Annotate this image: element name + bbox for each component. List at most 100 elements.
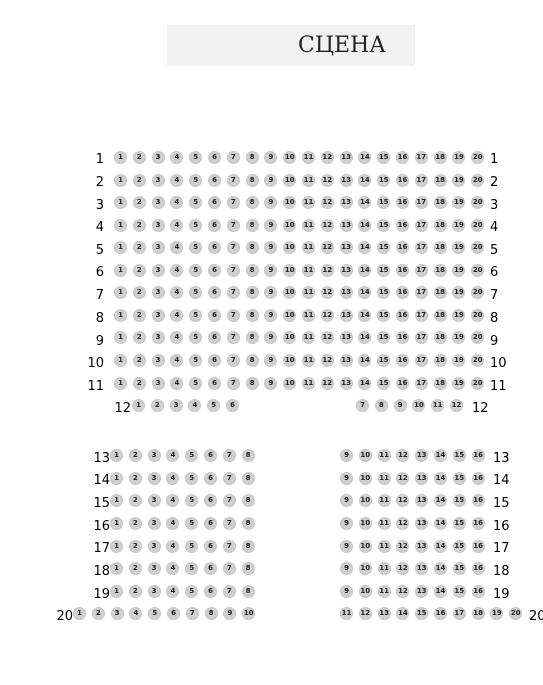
seat[interactable]: 1 [110,449,123,462]
seat[interactable]: 19 [452,196,466,209]
seat[interactable]: 9 [264,264,278,277]
seat[interactable]: 10 [283,377,297,390]
seat[interactable]: 13 [415,540,429,553]
seat[interactable]: 16 [471,472,485,485]
seat[interactable]: 12 [320,264,334,277]
seat[interactable]: 7 [226,377,240,390]
seat[interactable]: 1 [114,151,127,164]
seat[interactable]: 11 [377,585,391,598]
seat[interactable]: 19 [452,354,466,367]
seat[interactable]: 4 [170,241,184,254]
seat[interactable]: 1 [110,562,123,575]
seat[interactable]: 8 [241,449,255,462]
seat[interactable]: 12 [396,472,410,485]
seat[interactable]: 10 [283,331,297,344]
seat[interactable]: 4 [170,151,184,164]
seat[interactable]: 16 [471,585,485,598]
seat[interactable]: 2 [132,219,146,232]
seat[interactable]: 16 [471,562,485,575]
seat[interactable]: 14 [434,472,447,485]
seat[interactable]: 17 [452,607,466,620]
seat[interactable]: 14 [358,354,372,367]
seat[interactable]: 4 [170,331,184,344]
seat[interactable]: 7 [222,472,236,485]
seat[interactable]: 7 [222,540,236,553]
seat[interactable]: 15 [377,174,391,187]
seat[interactable]: 5 [185,585,199,598]
seat[interactable]: 11 [377,494,391,507]
seat[interactable]: 16 [396,151,409,164]
seat[interactable]: 10 [283,309,297,322]
seat[interactable]: 16 [396,331,409,344]
seat[interactable]: 1 [110,472,123,485]
seat[interactable]: 2 [132,286,146,299]
seat[interactable]: 11 [302,309,315,322]
seat[interactable]: 12 [320,174,334,187]
seat[interactable]: 13 [339,354,353,367]
seat[interactable]: 3 [147,540,161,553]
seat[interactable]: 1 [110,585,123,598]
seat[interactable]: 12 [320,196,334,209]
seat[interactable]: 4 [170,174,184,187]
seat[interactable]: 17 [414,286,428,299]
seat[interactable]: 9 [264,331,278,344]
seat[interactable]: 17 [414,196,428,209]
seat[interactable]: 4 [170,377,184,390]
seat[interactable]: 7 [222,562,236,575]
seat[interactable]: 5 [189,309,203,322]
seat[interactable]: 9 [264,174,278,187]
seat[interactable]: 3 [151,219,165,232]
seat[interactable]: 5 [185,540,199,553]
seat[interactable]: 1 [114,354,127,367]
seat[interactable]: 7 [226,309,240,322]
seat[interactable]: 15 [452,449,466,462]
seat[interactable]: 7 [222,585,236,598]
seat[interactable]: 20 [471,241,485,254]
seat[interactable]: 9 [393,399,407,412]
seat[interactable]: 1 [114,309,127,322]
seat[interactable]: 1 [110,540,123,553]
seat[interactable]: 15 [452,517,466,530]
seat[interactable]: 9 [340,472,353,485]
seat[interactable]: 10 [283,264,297,277]
seat[interactable]: 13 [415,472,429,485]
seat[interactable]: 6 [204,494,217,507]
seat[interactable]: 11 [302,219,315,232]
seat[interactable]: 18 [433,377,447,390]
seat[interactable]: 1 [110,517,123,530]
seat[interactable]: 14 [434,494,447,507]
seat[interactable]: 7 [185,607,199,620]
seat[interactable]: 10 [358,517,372,530]
seat[interactable]: 5 [189,241,203,254]
seat[interactable]: 15 [377,241,391,254]
seat[interactable]: 2 [91,607,105,620]
seat[interactable]: 5 [189,354,203,367]
seat[interactable]: 15 [452,472,466,485]
seat[interactable]: 13 [339,286,353,299]
seat[interactable]: 18 [433,196,447,209]
seat[interactable]: 11 [431,399,445,412]
seat[interactable]: 5 [185,449,199,462]
seat[interactable]: 9 [340,517,353,530]
seat[interactable]: 11 [302,377,315,390]
seat[interactable]: 4 [129,607,143,620]
seat[interactable]: 8 [241,540,255,553]
seat[interactable]: 14 [358,264,372,277]
seat[interactable]: 10 [283,174,297,187]
seat[interactable]: 5 [185,494,199,507]
seat[interactable]: 16 [471,517,485,530]
seat[interactable]: 9 [264,219,278,232]
seat[interactable]: 4 [166,585,180,598]
seat[interactable]: 4 [170,309,184,322]
seat[interactable]: 15 [452,540,466,553]
seat[interactable]: 11 [377,472,391,485]
seat[interactable]: 1 [114,196,127,209]
seat[interactable]: 15 [452,562,466,575]
seat[interactable]: 10 [358,494,372,507]
seat[interactable]: 2 [132,331,146,344]
seat[interactable]: 20 [471,174,485,187]
seat[interactable]: 12 [320,219,334,232]
seat[interactable]: 9 [264,377,278,390]
seat[interactable]: 19 [452,264,466,277]
seat[interactable]: 9 [264,354,278,367]
